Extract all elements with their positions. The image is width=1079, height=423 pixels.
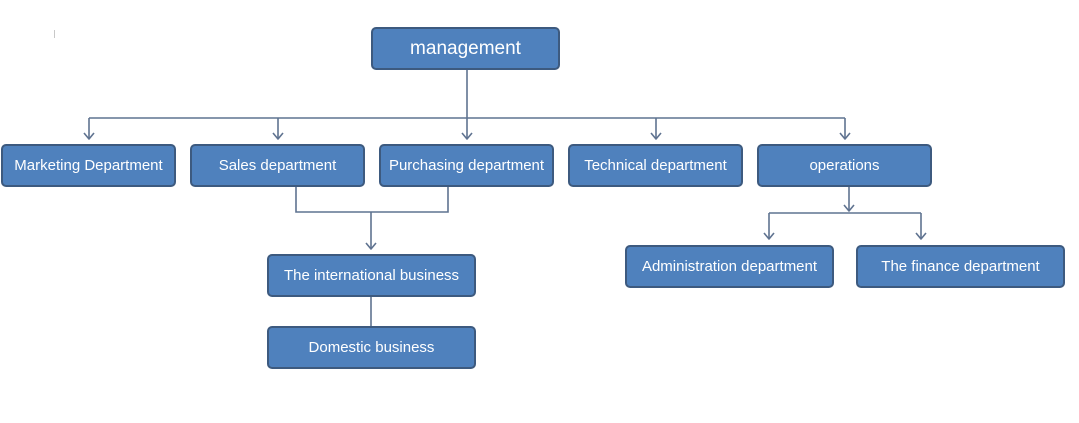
stray-mark (54, 30, 55, 38)
node-administration-department: Administration department (625, 245, 834, 288)
arrowhead-finance (915, 232, 927, 240)
arrowhead-marketing (83, 132, 95, 140)
node-sales-department: Sales department (190, 144, 365, 187)
node-domestic-business: Domestic business (267, 326, 476, 369)
node-purchasing-department: Purchasing department (379, 144, 554, 187)
arrowhead-technical (650, 132, 662, 140)
arrowhead-operations-down (843, 204, 855, 212)
arrowhead-sales (272, 132, 284, 140)
node-operations: operations (757, 144, 932, 187)
node-technical-department: Technical department (568, 144, 743, 187)
arrowhead-purchasing (461, 132, 473, 140)
node-marketing-department: Marketing Department (1, 144, 176, 187)
arrowhead-operations (839, 132, 851, 140)
arrowhead-international (365, 242, 377, 250)
node-finance-department: The finance department (856, 245, 1065, 288)
node-management: management (371, 27, 560, 70)
arrowhead-administration (763, 232, 775, 240)
node-international-business: The international business (267, 254, 476, 297)
connector-sales-purchasing-merge (295, 187, 449, 213)
